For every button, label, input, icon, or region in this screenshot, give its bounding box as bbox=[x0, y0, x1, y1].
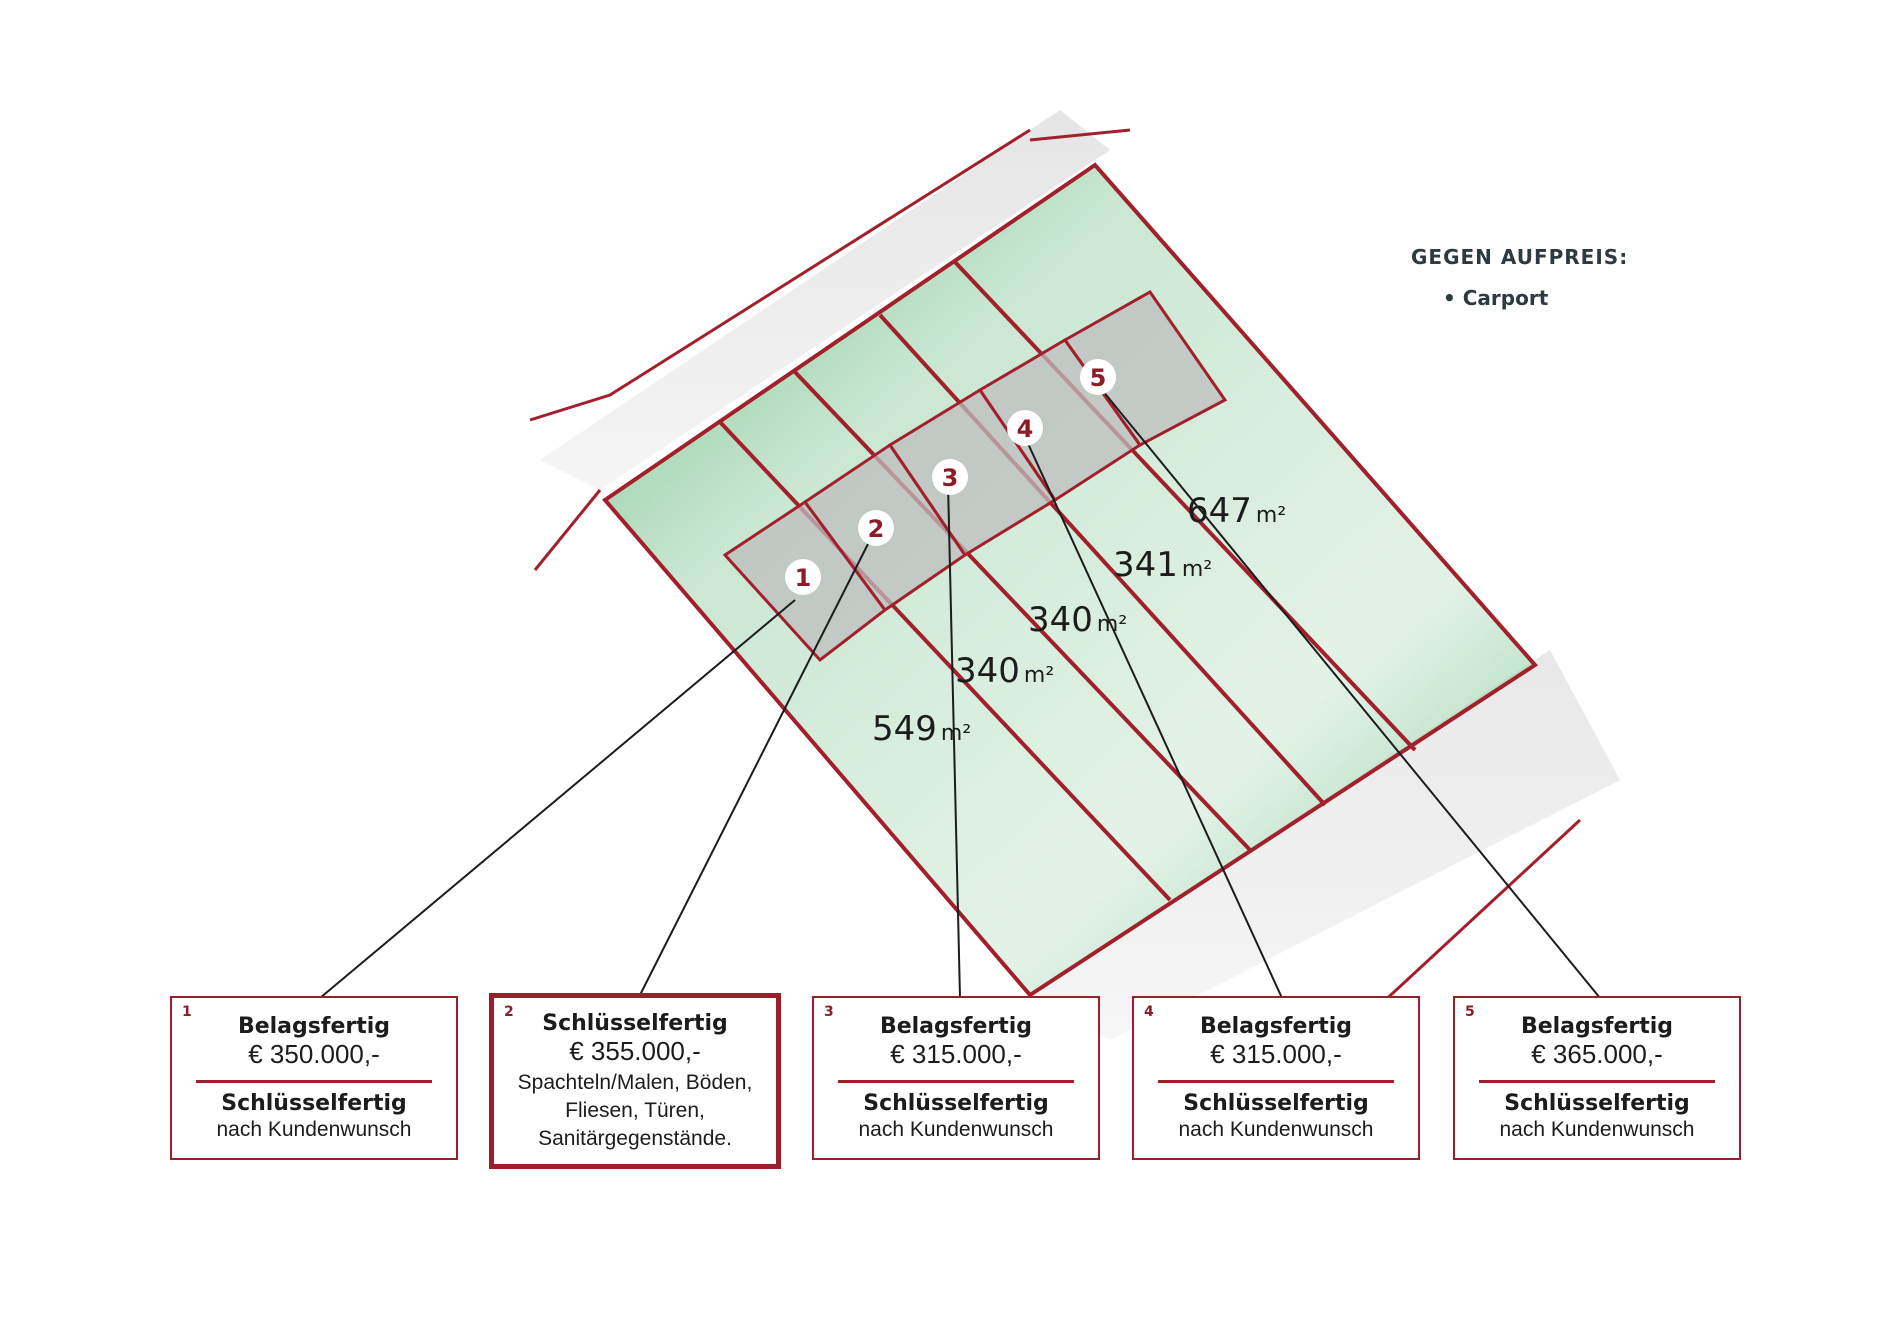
price-card-note: nach Kundenwunsch bbox=[216, 1118, 412, 1141]
price-card-note: nach Kundenwunsch bbox=[1499, 1118, 1695, 1141]
property-lawn bbox=[605, 165, 1535, 995]
price-card-4: 4 Belagsfertig € 315.000,- Schlüsselfert… bbox=[1132, 996, 1420, 1160]
house-footprints bbox=[722, 290, 1228, 663]
plot-marker-5-label: 5 bbox=[1090, 364, 1107, 392]
price-card-title: Belagsfertig bbox=[1520, 1014, 1674, 1039]
price-card-note: nach Kundenwunsch bbox=[858, 1118, 1054, 1141]
plot-outlines bbox=[602, 162, 1539, 998]
price-card-description-line: Fliesen, Türen, bbox=[565, 1099, 705, 1122]
plot-marker-5: 5 bbox=[1080, 359, 1116, 395]
price-card-5: 5 Belagsfertig € 365.000,- Schlüsselfert… bbox=[1453, 996, 1741, 1160]
connector-lines bbox=[319, 384, 1601, 999]
price-card-description: Spachteln/Malen, Böden, Fliesen, Türen, … bbox=[494, 1069, 776, 1153]
price-card-description-line: Sanitärgegenstände. bbox=[538, 1127, 732, 1150]
plot-markers: 1 2 3 4 5 bbox=[785, 359, 1116, 595]
price-card-description-line: Spachteln/Malen, Böden, bbox=[517, 1071, 753, 1094]
price-card-number: 5 bbox=[1465, 1004, 1475, 1020]
street-lower bbox=[1020, 650, 1620, 1040]
price-card-number: 1 bbox=[182, 1004, 192, 1020]
price-card-note: nach Kundenwunsch bbox=[1178, 1118, 1374, 1141]
price-card-number: 3 bbox=[824, 1004, 834, 1020]
price-card-divider bbox=[838, 1080, 1074, 1083]
price-card-subtitle: Schlüsselfertig bbox=[1504, 1091, 1690, 1116]
price-card-1: 1 Belagsfertig € 350.000,- Schlüsselfert… bbox=[170, 996, 458, 1160]
street-upper bbox=[540, 110, 1110, 490]
price-card-3: 3 Belagsfertig € 315.000,- Schlüsselfert… bbox=[812, 996, 1100, 1160]
plot-marker-3-label: 3 bbox=[942, 464, 959, 492]
plot-marker-3: 3 bbox=[932, 459, 968, 495]
price-card-price: € 315.000,- bbox=[890, 1039, 1022, 1069]
price-card-number: 4 bbox=[1144, 1004, 1154, 1020]
price-card-divider bbox=[1479, 1080, 1715, 1083]
price-card-price: € 350.000,- bbox=[248, 1039, 380, 1069]
price-card-title: Schlüsselfertig bbox=[542, 1011, 728, 1036]
plot-marker-2: 2 bbox=[858, 510, 894, 546]
price-card-number: 2 bbox=[504, 1004, 514, 1020]
price-card-title: Belagsfertig bbox=[879, 1014, 1033, 1039]
extras-item-carport: • Carport bbox=[1443, 286, 1549, 310]
price-card-2: 2 Schlüsselfertig € 355.000,- Spachteln/… bbox=[489, 993, 781, 1169]
plot-marker-4: 4 bbox=[1007, 410, 1043, 446]
price-card-title: Belagsfertig bbox=[1199, 1014, 1353, 1039]
price-card-price: € 315.000,- bbox=[1210, 1039, 1342, 1069]
plot-marker-4-label: 4 bbox=[1017, 415, 1034, 443]
price-card-subtitle: Schlüsselfertig bbox=[1183, 1091, 1369, 1116]
price-card-price: € 355.000,- bbox=[569, 1036, 701, 1066]
price-card-title: Belagsfertig bbox=[237, 1014, 391, 1039]
plot-marker-2-label: 2 bbox=[868, 515, 885, 543]
price-card-divider bbox=[1158, 1080, 1394, 1083]
price-card-price: € 365.000,- bbox=[1531, 1039, 1663, 1069]
plot-marker-1: 1 bbox=[785, 559, 821, 595]
extras-title: GEGEN AUFPREIS: bbox=[1411, 245, 1629, 269]
plot-marker-1-label: 1 bbox=[795, 564, 812, 592]
street-boundary-lines bbox=[529, 128, 1582, 1007]
price-card-subtitle: Schlüsselfertig bbox=[221, 1091, 407, 1116]
price-card-divider bbox=[196, 1080, 432, 1083]
price-card-subtitle: Schlüsselfertig bbox=[863, 1091, 1049, 1116]
